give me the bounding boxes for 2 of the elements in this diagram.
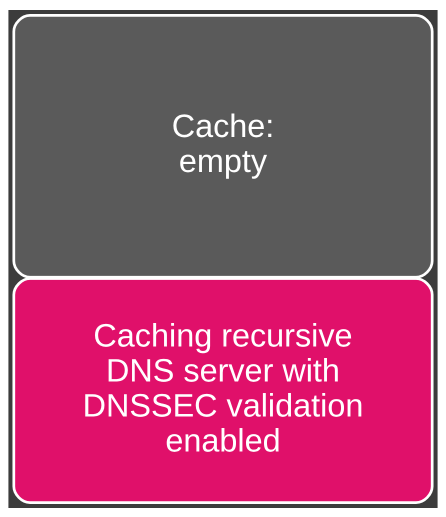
node-box: Caching recursive DNS server with DNSSEC validation enabled: [12, 276, 434, 504]
node-box: Cache: empty: [12, 14, 434, 278]
